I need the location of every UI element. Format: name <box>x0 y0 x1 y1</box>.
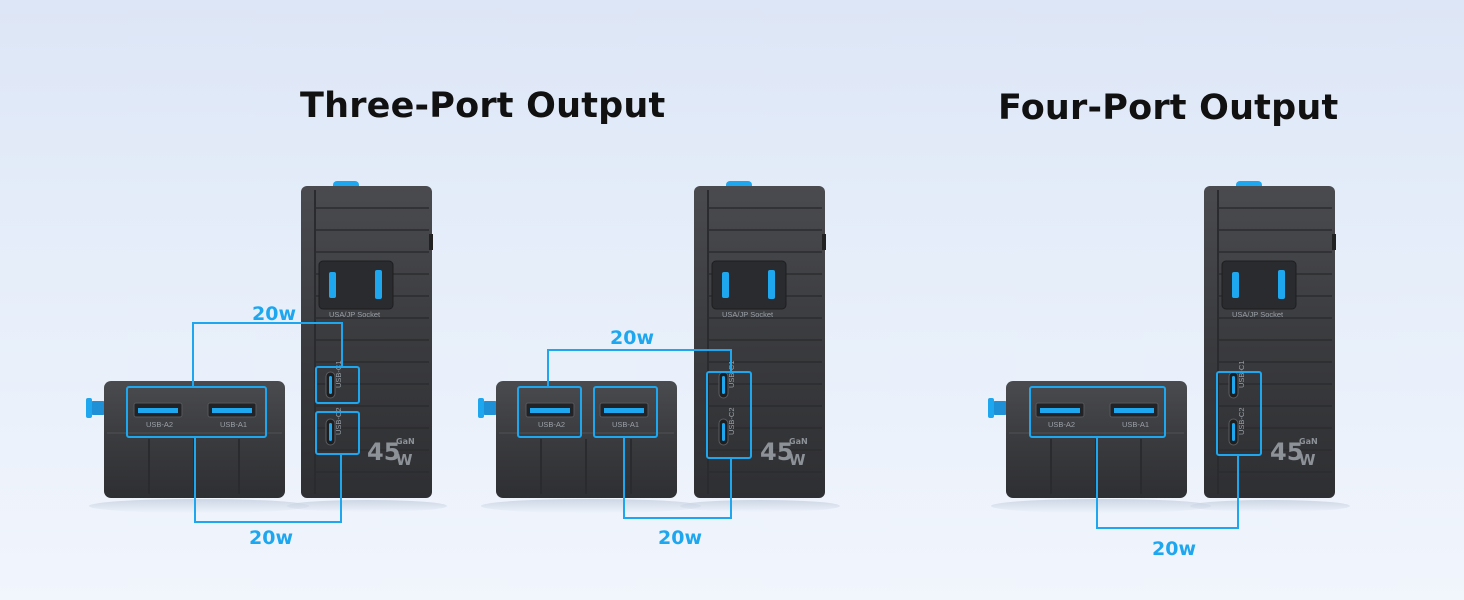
socket-label: USA/JP Socket <box>1232 310 1284 319</box>
wattage-number: 45 <box>1270 438 1303 466</box>
top-connection-line <box>547 349 732 387</box>
bottom-wattage-label: 20w <box>1152 538 1196 560</box>
socket-slot-right <box>1278 270 1285 299</box>
wattage-number: 45 <box>367 438 400 466</box>
port-highlight-box <box>593 386 658 438</box>
bottom-wattage-label: 20w <box>658 527 702 549</box>
gan-label: GaN <box>1299 437 1318 446</box>
socket-slot-right <box>768 270 775 299</box>
usb-c-port-insert <box>722 423 725 441</box>
usb-c-port-label: USB-C2 <box>334 407 343 435</box>
socket-label: USA/JP Socket <box>722 310 774 319</box>
usb-c-port-insert <box>1232 423 1235 441</box>
port-highlight-box <box>315 411 360 455</box>
port-highlight-box <box>706 371 752 459</box>
ac-socket <box>318 260 394 310</box>
top-wattage-label: 20w <box>610 327 654 349</box>
plug-knob-cap-icon <box>86 398 92 418</box>
wattage-unit: W <box>1299 451 1316 469</box>
bottom-connection-line <box>623 437 732 519</box>
usb-c-port-insert <box>722 376 725 394</box>
usb-c-port-label: USB-C1 <box>1237 360 1246 388</box>
plug-knob-cap-icon <box>478 398 484 418</box>
socket-slot-right <box>375 270 382 299</box>
socket-slot-left <box>329 272 336 298</box>
socket-slot-left <box>722 272 729 298</box>
socket-slot-left <box>1232 272 1239 298</box>
usb-c-port-insert <box>1232 376 1235 394</box>
three-port-output-title: Three-Port Output <box>300 86 666 126</box>
four-port-output-title: Four-Port Output <box>998 88 1339 128</box>
plug-knob-icon <box>482 401 498 415</box>
bottom-connection-line <box>194 437 342 523</box>
usb-a-port-insert <box>212 408 252 413</box>
side-switch-icon <box>822 234 826 250</box>
usb-c-port-label: USB-C2 <box>1237 407 1246 435</box>
usb-a-port-label: USB-A2 <box>146 420 173 429</box>
usb-a-port-insert <box>530 408 570 413</box>
usb-a-port-label: USB-A1 <box>220 420 247 429</box>
usb-c-port-label: USB-C1 <box>727 360 736 388</box>
port-highlight-box <box>315 366 360 404</box>
floor-shadow <box>89 499 309 513</box>
side-switch-icon <box>1332 234 1336 250</box>
ac-socket <box>1221 260 1297 310</box>
usb-a-port-label: USB-A1 <box>1122 420 1149 429</box>
plug-knob-cap-icon <box>988 398 994 418</box>
port-highlight-box <box>517 386 582 438</box>
socket-label: USA/JP Socket <box>329 310 381 319</box>
top-wattage-label: 20w <box>252 303 296 325</box>
usb-a-port-label: USB-A2 <box>538 420 565 429</box>
bottom-wattage-label: 20w <box>249 527 293 549</box>
port-highlight-box <box>126 386 267 438</box>
plug-knob-icon <box>992 401 1008 415</box>
floor-shadow <box>1190 500 1350 512</box>
usb-a-port-insert <box>1040 408 1080 413</box>
gan-label: GaN <box>396 437 415 446</box>
usb-a-port-label: USB-A1 <box>612 420 639 429</box>
gan-label: GaN <box>789 437 808 446</box>
ac-socket <box>711 260 787 310</box>
wattage-number: 45 <box>760 438 793 466</box>
plug-knob-icon <box>90 401 106 415</box>
side-switch-icon <box>429 234 433 250</box>
bottom-connection-line <box>1096 437 1239 529</box>
usb-a-port-insert <box>604 408 644 413</box>
usb-a-port-insert <box>1114 408 1154 413</box>
usb-c-port-insert <box>329 423 332 441</box>
wattage-unit: W <box>789 451 806 469</box>
floor-shadow <box>481 499 701 513</box>
usb-a-port-label: USB-A2 <box>1048 420 1075 429</box>
floor-shadow <box>991 499 1211 513</box>
usb-c-port-label: USB-C2 <box>727 407 736 435</box>
usb-c-port-insert <box>329 376 332 394</box>
usb-c-port-label: USB-C1 <box>334 360 343 388</box>
usb-a-port-insert <box>138 408 178 413</box>
floor-shadow <box>680 500 840 512</box>
floor-shadow <box>287 500 447 512</box>
top-connection-line <box>192 322 343 387</box>
wattage-unit: W <box>396 451 413 469</box>
